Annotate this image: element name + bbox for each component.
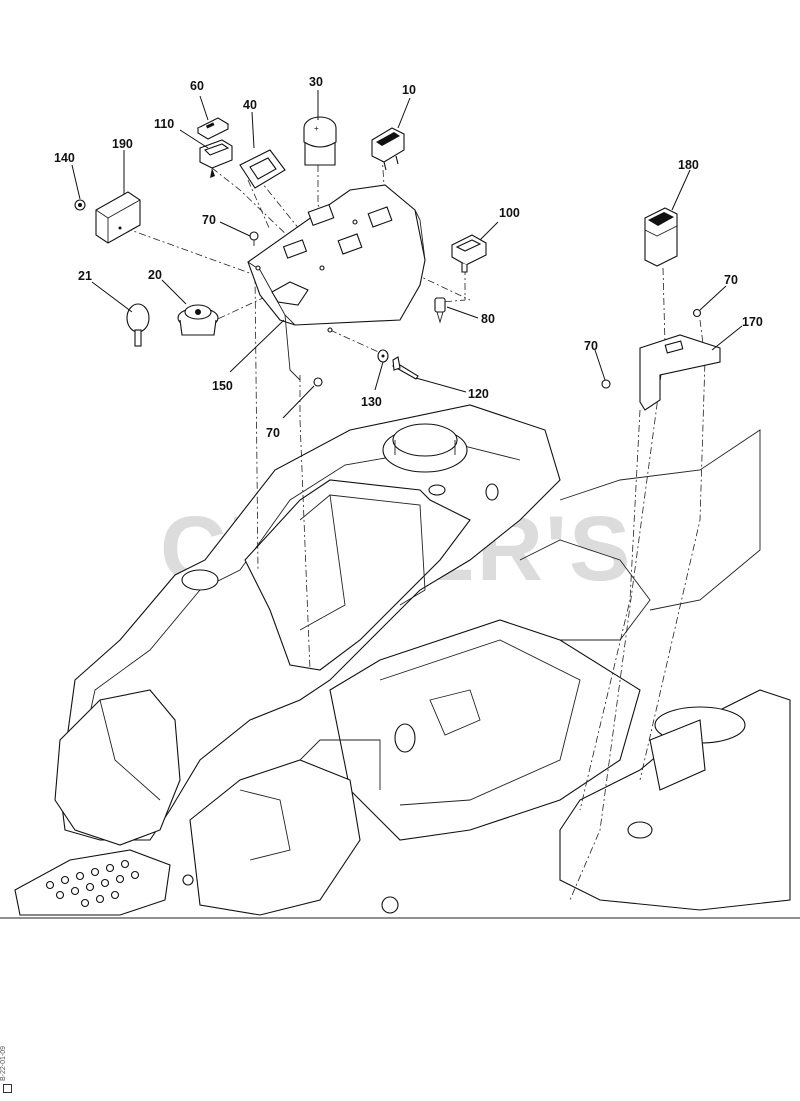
part-170-bracket	[639, 334, 721, 411]
part-70-screw-right	[692, 308, 702, 318]
part-40-gasket	[239, 149, 286, 189]
callout-110: 110	[154, 117, 174, 131]
callout-100: 100	[499, 206, 520, 220]
part-21-key	[126, 303, 150, 347]
drawing-code: B-22-01-09	[0, 1045, 8, 1082]
callout-180: 180	[678, 158, 699, 172]
callout-80: 80	[481, 312, 495, 326]
part-100-switch	[451, 234, 487, 273]
callout-150: 150	[212, 379, 233, 393]
callout-20: 20	[148, 268, 162, 282]
callout-60: 60	[190, 79, 204, 93]
part-70-screw-far	[601, 379, 611, 389]
callout-130: 130	[361, 395, 382, 409]
callout-10: 10	[402, 83, 416, 97]
part-180-switch	[644, 207, 678, 267]
leader-lines	[71, 90, 743, 419]
part-130-washer	[377, 349, 389, 363]
callout-170: 170	[742, 315, 763, 329]
callout-120: 120	[468, 387, 489, 401]
console-panel	[247, 184, 426, 381]
callout-190: 190	[112, 137, 133, 151]
footer-box-icon	[3, 1084, 12, 1093]
part-120-bolt	[392, 356, 419, 380]
part-110-switch	[199, 139, 233, 178]
part-190-module	[95, 191, 141, 244]
callout-140: 140	[54, 151, 75, 165]
part-20-ignition	[177, 304, 219, 336]
callout-21: 21	[78, 269, 92, 283]
part-10-switch	[371, 127, 405, 171]
part-140-nut	[74, 199, 86, 211]
callout-70-far: 70	[584, 339, 598, 353]
part-70-screw-lower	[313, 377, 323, 387]
callout-70-right: 70	[724, 273, 738, 287]
svg-text:+: +	[314, 124, 319, 133]
callout-70-top: 70	[202, 213, 216, 227]
callout-30: 30	[309, 75, 323, 89]
callout-labels: 60 30 10 40 110 190 140 70 100 21 20 80 …	[54, 75, 763, 440]
mower-frame	[0, 404, 800, 919]
callout-70-lower: 70	[266, 426, 280, 440]
part-60-rocker-cover	[196, 117, 230, 140]
part-80-fuse	[434, 297, 446, 324]
callout-40: 40	[243, 98, 257, 112]
part-30-knob: +	[303, 116, 337, 166]
part-70-screw	[249, 231, 259, 246]
